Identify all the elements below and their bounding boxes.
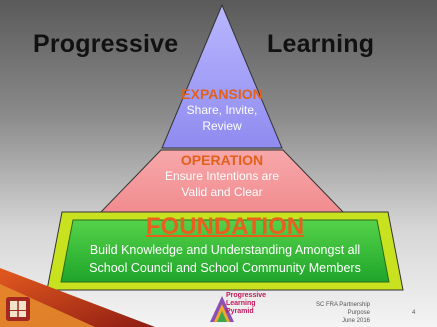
tier-expansion-shape [161,3,283,149]
school-crest-logo [6,297,30,321]
title-left-word: Progressive [33,30,179,58]
tier-foundation-line-2: School Council and School Community Memb… [89,261,361,275]
tier-operation: OPERATION Ensure Intentions are Valid an… [110,152,334,200]
title-right-word: Learning [267,30,375,58]
tier-foundation: FOUNDATION Build Knowledge and Understan… [60,213,390,277]
tier-operation-line-2: Valid and Clear [181,185,263,199]
tier-expansion-line-1: Share, Invite, [186,103,258,117]
footer-caption: SC FRA Partnership Purpose June 2016 [300,301,370,325]
footer-caption-line-2: June 2016 [341,318,370,324]
footer-caption-line-1: SC FRA Partnership Purpose [315,302,370,316]
tier-operation-line-1: Ensure Intentions are [164,169,280,183]
tier-foundation-line-1: Build Knowledge and Understanding Amongs… [89,243,361,257]
progressive-learning-pyramid-logo [210,296,234,322]
tier-expansion-line-2: Review [202,119,242,133]
tier-foundation-shape [60,219,390,283]
tier-operation-heading: OPERATION [180,152,264,168]
crest-icon [6,297,30,321]
tier-foundation-heading: FOUNDATION [145,213,305,240]
slide-number: 4 [412,310,416,316]
tier-expansion-heading: EXPANSION [181,86,263,102]
tier-expansion: EXPANSION Share, Invite, Review [162,86,282,134]
